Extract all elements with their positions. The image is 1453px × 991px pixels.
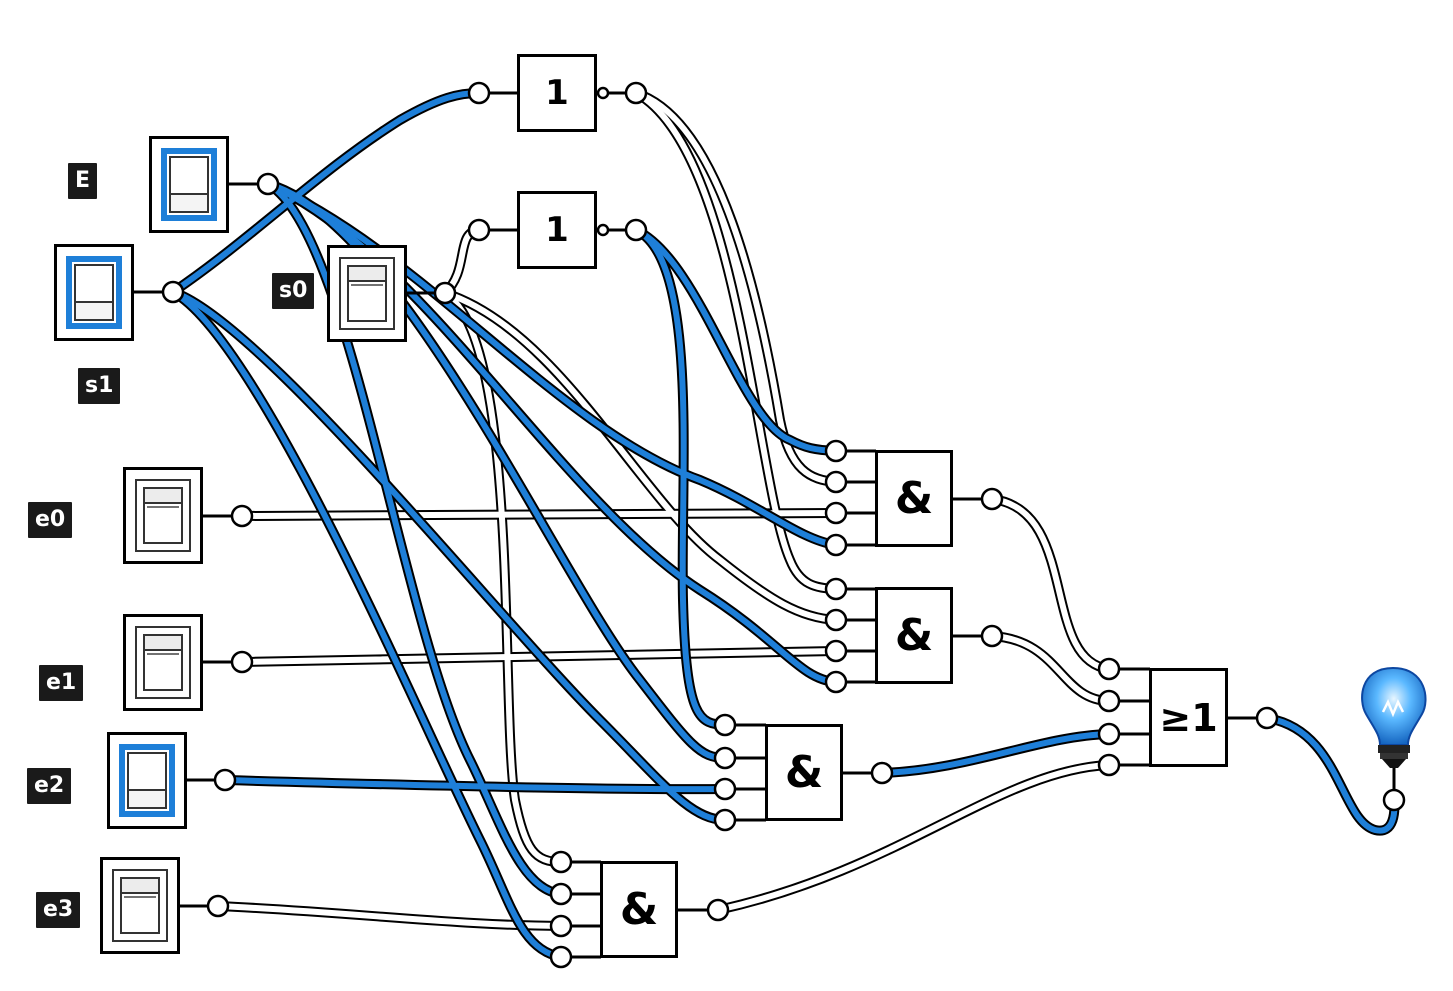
terminal	[980, 624, 1004, 648]
terminal	[230, 650, 254, 674]
label-E: E	[68, 163, 98, 199]
and-gate-2: &	[875, 587, 953, 684]
terminal	[824, 608, 848, 632]
switch-e0-rocker-icon	[143, 487, 183, 544]
label-e1: e1	[39, 665, 84, 701]
switch-e2-rocker-icon	[127, 752, 167, 809]
wire-and4-out-to-or	[715, 762, 1112, 913]
switch-e3-frame	[112, 869, 168, 942]
terminal	[870, 761, 894, 785]
terminal	[161, 280, 185, 304]
switch-e2[interactable]	[107, 732, 187, 829]
terminal	[824, 533, 848, 557]
terminal	[824, 577, 848, 601]
terminal	[706, 898, 730, 922]
and-gate-1: &	[875, 450, 953, 547]
terminal	[980, 487, 1004, 511]
switch-e2-frame	[119, 744, 175, 817]
wire-s1-to-and4	[170, 289, 564, 960]
terminal	[1097, 722, 1121, 746]
terminal	[549, 882, 573, 906]
terminal	[624, 218, 648, 242]
terminal	[256, 172, 280, 196]
wire-not2-out-to-and3	[633, 227, 728, 728]
terminal	[824, 670, 848, 694]
terminal	[713, 777, 737, 801]
terminal	[824, 470, 848, 494]
switch-e1-frame	[135, 626, 191, 699]
terminal	[467, 218, 491, 242]
switch-e3[interactable]	[100, 857, 180, 954]
terminal	[213, 768, 237, 792]
terminals	[161, 81, 1406, 969]
terminal	[824, 439, 848, 463]
terminal	[624, 81, 648, 105]
wire-and3-out-to-or	[879, 731, 1112, 776]
terminal	[549, 945, 573, 969]
negation-bubble-not2	[596, 223, 610, 237]
output-lamp-icon	[1361, 666, 1427, 790]
terminal	[1097, 657, 1121, 681]
terminal	[230, 504, 254, 528]
wire-not1-out-to-and2	[633, 90, 839, 592]
and-gate-3: &	[765, 724, 843, 821]
switch-s1[interactable]	[54, 244, 134, 341]
wire-layer	[168, 88, 1400, 962]
not-gate-2: 1	[517, 191, 597, 269]
switch-e3-rocker-icon	[120, 877, 160, 934]
terminal	[1097, 753, 1121, 777]
terminal	[824, 639, 848, 663]
switch-e1[interactable]	[123, 614, 203, 711]
terminal	[206, 894, 230, 918]
switch-e1-rocker-icon	[143, 634, 183, 691]
switch-e0[interactable]	[123, 467, 203, 564]
terminal	[549, 914, 573, 938]
switch-s0-rocker-icon	[347, 265, 387, 322]
terminal	[713, 808, 737, 832]
label-s1: s1	[78, 368, 121, 404]
switch-s0[interactable]	[327, 245, 407, 342]
switch-s1-frame	[66, 256, 122, 329]
wire-s1-to-not1	[170, 90, 482, 295]
and-gate-4: &	[600, 861, 678, 958]
or-gate: ≥1	[1149, 668, 1228, 767]
terminal	[433, 281, 457, 305]
switch-e0-frame	[135, 479, 191, 552]
label-e0: e0	[28, 502, 73, 538]
wire-and2-out-to-or	[989, 633, 1112, 704]
switch-s1-rocker-icon	[74, 264, 114, 321]
terminal	[713, 713, 737, 737]
wire-not1-out-to-and1	[633, 90, 839, 485]
negation-bubble-not1	[596, 86, 610, 100]
wire-and1-out-to-or	[989, 496, 1112, 672]
label-s0: s0	[272, 273, 315, 309]
wire-e2-to-and3	[222, 777, 728, 793]
terminal	[467, 81, 491, 105]
label-e2: e2	[27, 768, 72, 804]
wire-not2-out-to-and1	[633, 227, 839, 454]
switch-E-frame	[161, 148, 217, 221]
wire-or-out-to-lamp	[1264, 715, 1398, 834]
not-gate-1: 1	[517, 54, 597, 132]
wire-E-to-and4	[265, 181, 564, 897]
terminal	[549, 850, 573, 874]
switch-E-rocker-icon	[169, 156, 209, 213]
label-e3: e3	[36, 892, 81, 928]
switch-E[interactable]	[149, 136, 229, 233]
terminal	[1255, 706, 1279, 730]
terminal	[1097, 689, 1121, 713]
terminal	[1382, 788, 1406, 812]
switch-s0-frame	[339, 257, 395, 330]
wire-s1-to-and3	[170, 289, 728, 823]
terminal	[824, 501, 848, 525]
terminal	[713, 746, 737, 770]
